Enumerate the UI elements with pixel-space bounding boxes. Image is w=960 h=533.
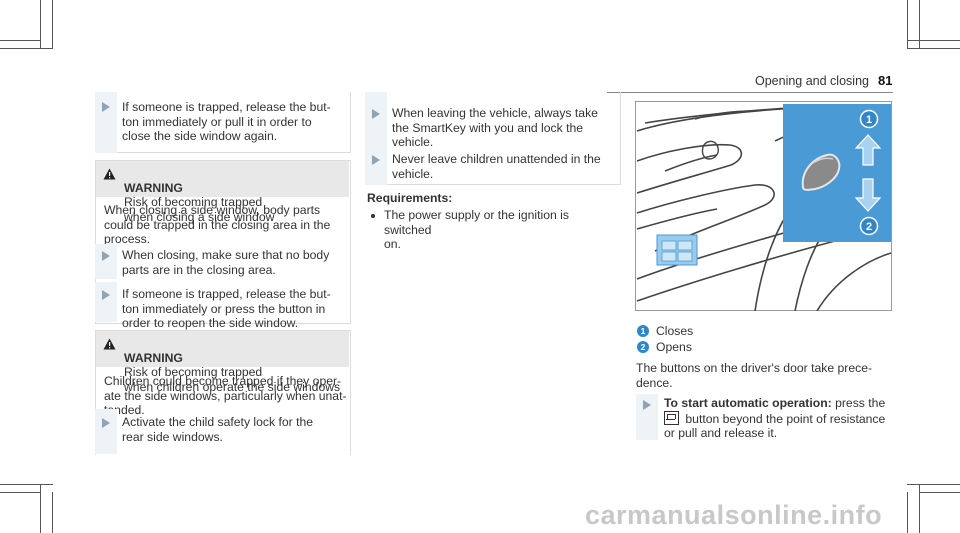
play-arrow-icon (372, 109, 380, 119)
warning-label: WARNING (124, 350, 183, 365)
watermark: carmanualsonline.info (585, 500, 883, 530)
warning-title-text: Risk of becoming trapped when children o… (124, 365, 341, 394)
instruction-text: Never leave children unattended in the v… (392, 152, 601, 181)
instruction-rest: press the (831, 396, 886, 410)
play-arrow-icon (643, 400, 651, 410)
legend-text: Opens (656, 340, 692, 354)
play-arrow-icon (102, 290, 110, 300)
header-rule (607, 92, 893, 93)
warning-title-text: Risk of becoming trapped when closing a … (124, 195, 275, 224)
instruction-text: If someone is trapped, release the but- … (122, 100, 331, 143)
warning-box (95, 160, 351, 324)
warning-box (95, 330, 351, 455)
instruction-rest: button beyond the point of resistance or… (664, 411, 886, 441)
requirement-item: The power supply or the ignition is swit… (384, 208, 569, 251)
instruction-bar (95, 92, 117, 153)
warning-step: When closing, make sure that no body par… (122, 248, 330, 277)
paragraph: The buttons on the driver's door take pr… (636, 361, 873, 390)
play-arrow-icon (372, 155, 380, 165)
warning-body: When closing a side window, body parts c… (104, 203, 331, 246)
instruction-bar (636, 394, 658, 440)
door-switch-figure: 1 2 (635, 101, 892, 311)
window-button-icon (664, 410, 679, 425)
warning-triangle-icon (103, 338, 116, 350)
page-number: 81 (878, 73, 893, 88)
bullet (371, 214, 375, 218)
legend-text: Closes (656, 324, 694, 338)
play-arrow-icon (102, 102, 110, 112)
instruction-text: To start automatic operation: press the … (664, 396, 894, 441)
figure-callout-2: 2 (866, 221, 872, 233)
instruction-bar (95, 282, 117, 322)
warning-triangle-icon (103, 168, 116, 180)
instruction-bar (95, 244, 117, 279)
warning-label: WARNING (124, 180, 183, 195)
warning-title: WARNING Risk of becoming trapped when cl… (124, 166, 348, 224)
warning-header (96, 331, 349, 367)
instruction-bar (95, 409, 117, 454)
instruction-text: When leaving the vehicle, always take th… (392, 106, 598, 149)
play-arrow-icon (102, 418, 110, 428)
play-arrow-icon (102, 251, 110, 261)
legend-number: 1 (637, 325, 649, 337)
warning-header (96, 161, 349, 197)
warning-step: Activate the child safety lock for the r… (122, 415, 314, 444)
instruction-bold: To start automatic operation: (664, 396, 832, 410)
legend-number: 2 (637, 341, 649, 353)
requirements-title: Requirements: (367, 191, 453, 205)
warning-body: Children could become trapped if they op… (104, 374, 347, 417)
running-header: Opening and closing (755, 74, 869, 88)
instruction-bar (365, 92, 387, 185)
warning-title: WARNING Risk of becoming trapped when ch… (124, 336, 348, 394)
figure-callout-1: 1 (866, 114, 872, 126)
warning-step: If someone is trapped, release the but- … (122, 287, 331, 330)
